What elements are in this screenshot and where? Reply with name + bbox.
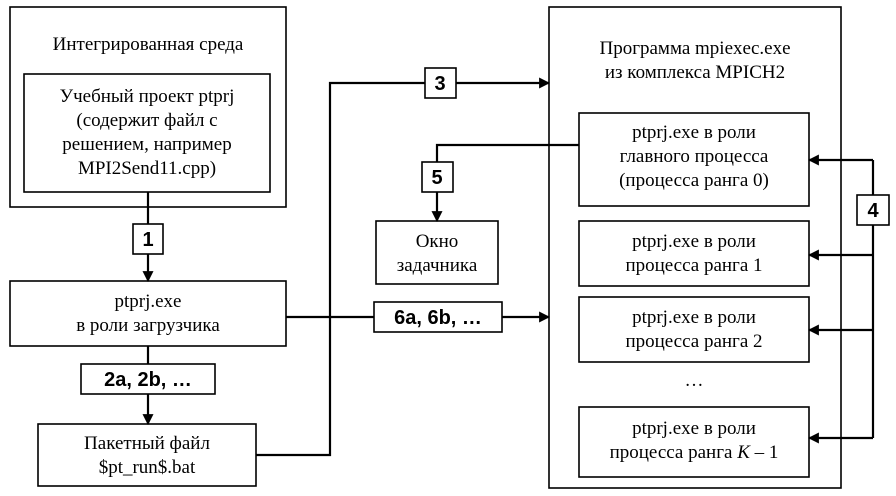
step-6-badge <box>373 301 503 333</box>
batch-line-2: $pt_run$.bat <box>99 457 196 478</box>
rankK-suffix: – 1 <box>750 442 779 463</box>
step-6-label: 6a, 6b, … <box>394 307 482 329</box>
step-3-label: 3 <box>434 73 445 95</box>
step-1-badge <box>132 223 164 255</box>
project-line-2: (содержит файл с <box>76 110 217 131</box>
rankK-variable: K <box>736 442 751 463</box>
step-4-label: 4 <box>867 200 879 222</box>
rankK-prefix: процесса ранга <box>610 442 738 463</box>
task-window-line-1: Окно <box>416 231 459 252</box>
process-rankK-box <box>578 406 810 478</box>
rank0-line-3: (процесса ранга 0) <box>619 170 769 191</box>
project-box <box>23 73 271 193</box>
rankK-line-2: процесса ранга K – 1 <box>610 442 779 463</box>
project-line-1: Учебный проект ptprj <box>60 86 235 107</box>
step-3-badge <box>424 67 457 99</box>
mpiexec-line-2: из комплекса MPICH2 <box>605 62 785 83</box>
rank0-line-1: ptprj.exe в роли <box>632 122 756 143</box>
rank2-line-1: ptprj.exe в роли <box>632 307 756 328</box>
step-1-label: 1 <box>142 229 153 251</box>
ide-title: Интегрированная среда <box>53 34 244 55</box>
loader-line-2: в роли загрузчика <box>76 315 220 336</box>
ellipsis: … <box>685 370 704 391</box>
step-5-label: 5 <box>431 167 442 189</box>
process-rank1-box <box>578 220 810 287</box>
rank1-line-2: процесса ранга 1 <box>625 255 762 276</box>
process-rank0-box <box>578 112 810 207</box>
rank0-line-2: главного процесса <box>620 146 769 167</box>
step-4-badge <box>856 194 890 226</box>
batch-line-1: Пакетный файл <box>84 433 210 454</box>
process-rank2-box <box>578 296 810 363</box>
rank2-line-2: процесса ранга 2 <box>625 331 762 352</box>
rankK-line-1: ptprj.exe в роли <box>632 418 756 439</box>
step-2-badge <box>80 363 216 395</box>
task-window-box <box>375 220 499 285</box>
step-5-badge <box>421 161 454 193</box>
project-line-4: MPI2Send11.cpp) <box>78 158 216 179</box>
arrow-step-5 <box>431 143 579 223</box>
rank1-line-1: ptprj.exe в роли <box>632 231 756 252</box>
step-2-label: 2a, 2b, … <box>104 369 192 391</box>
loader-line-1: ptprj.exe <box>114 291 181 312</box>
task-window-line-2: задачника <box>397 255 478 276</box>
project-line-3: решением, например <box>62 134 231 155</box>
mpiexec-line-1: Программа mpiexec.exe <box>599 38 790 59</box>
